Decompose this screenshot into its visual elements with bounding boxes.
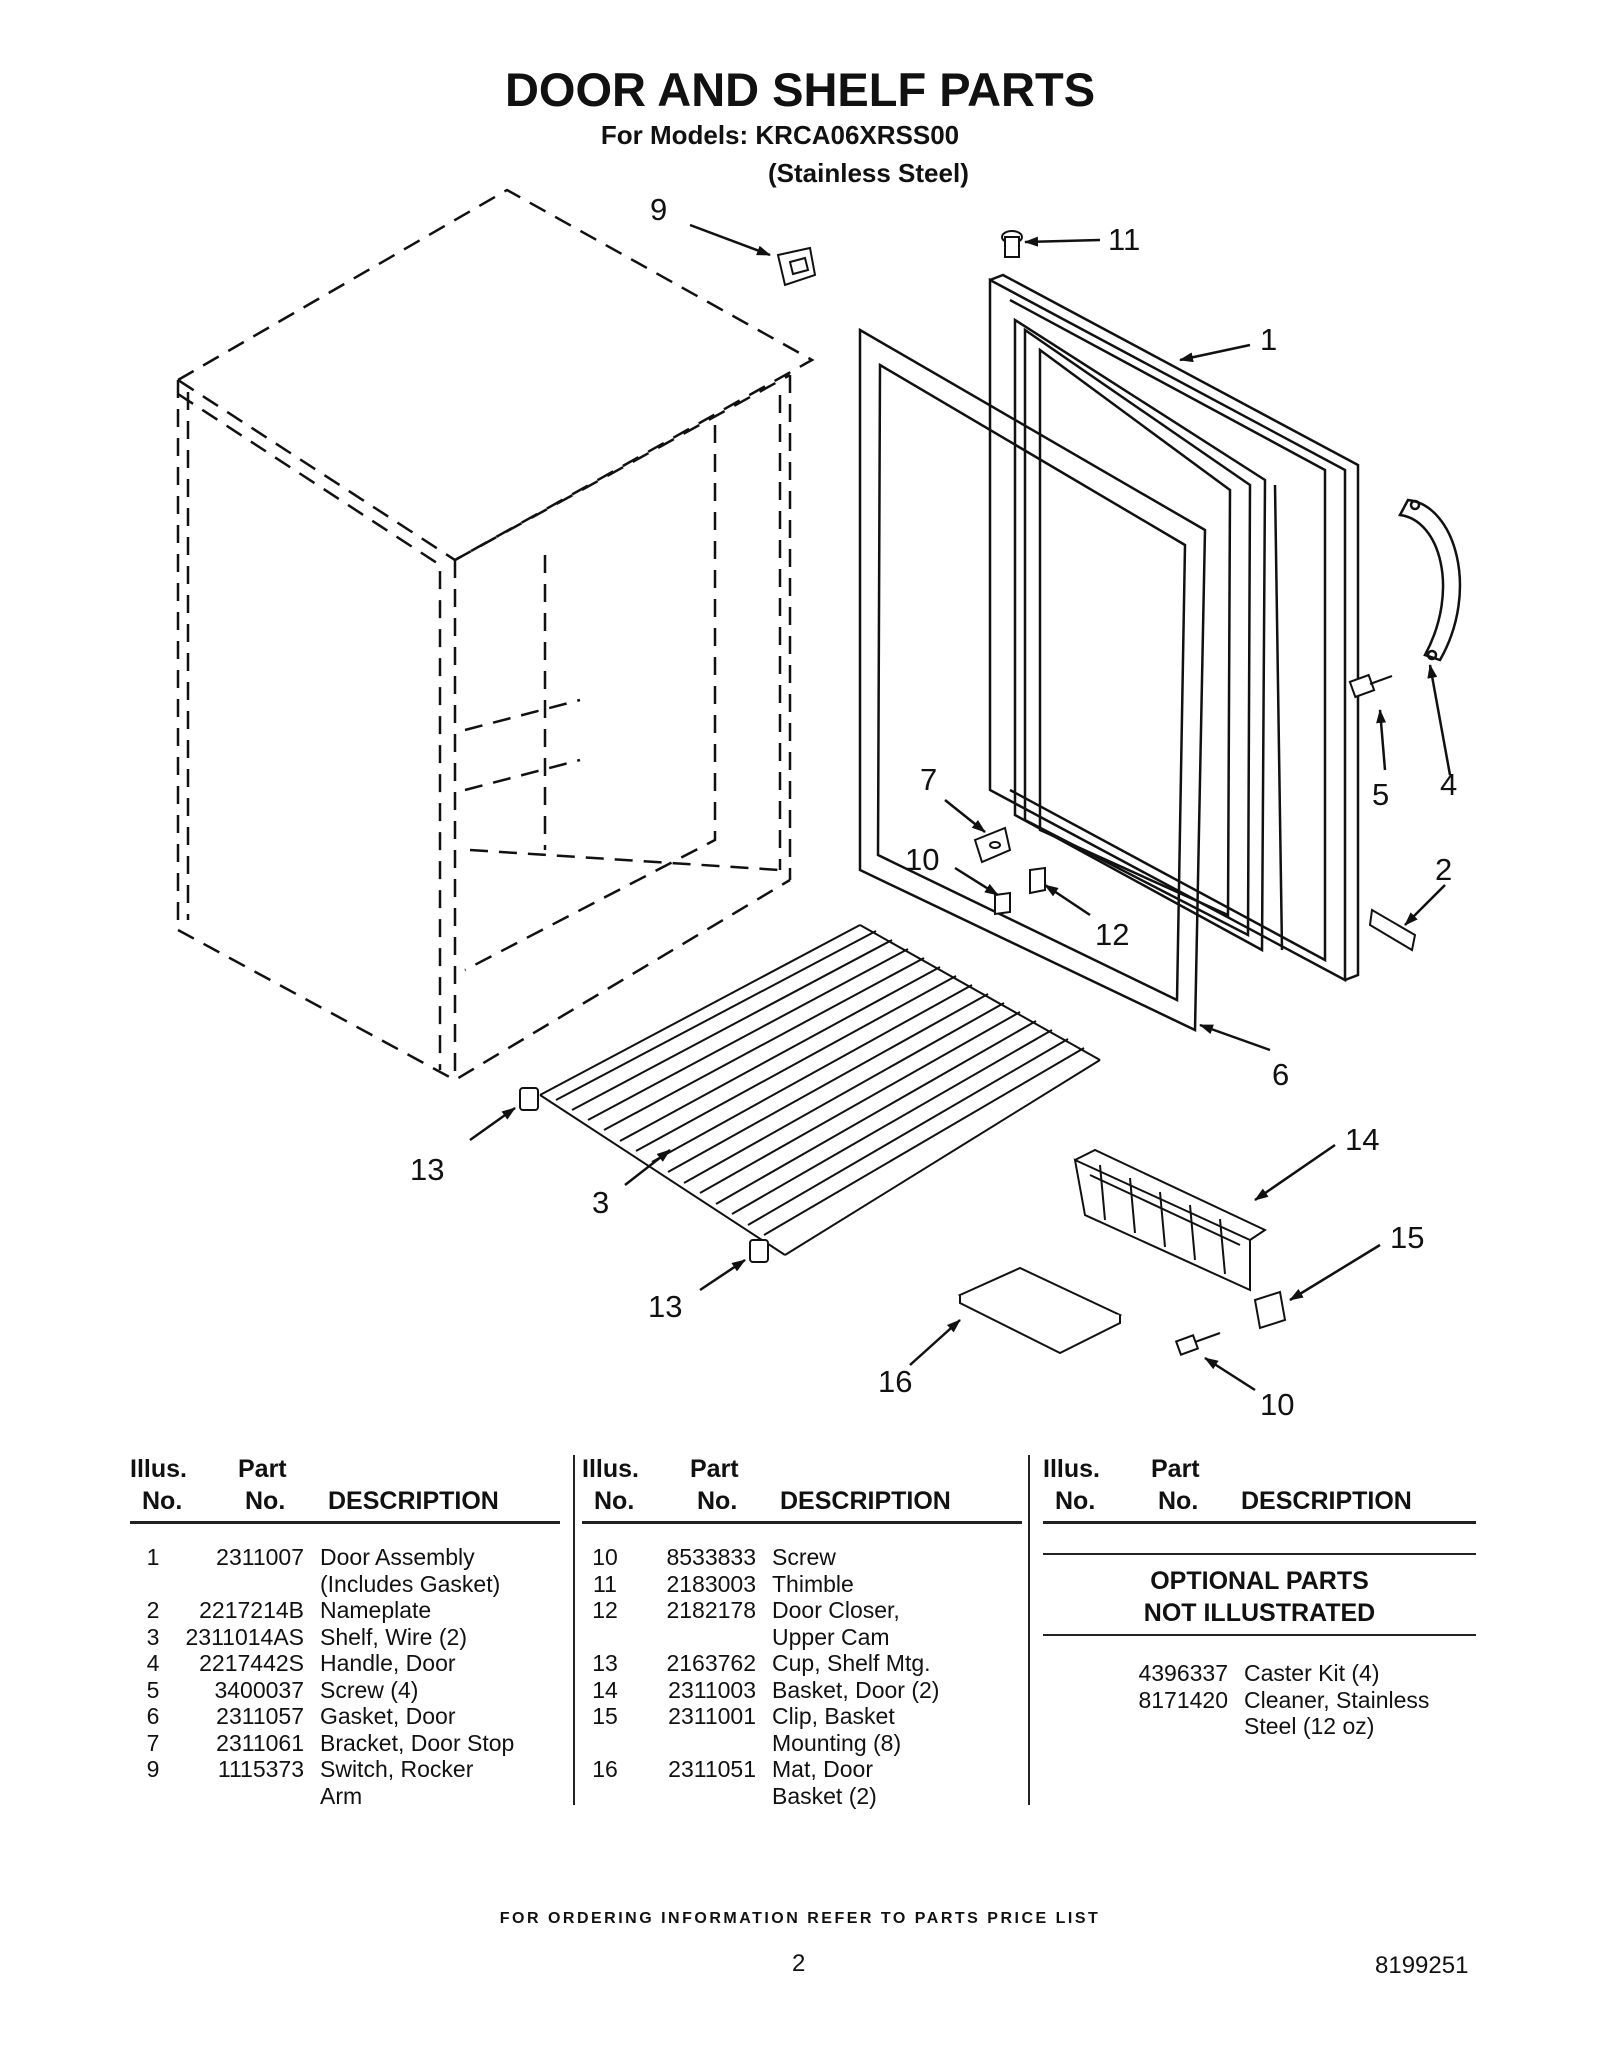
description-header: DESCRIPTION [328, 1487, 499, 1515]
illus-no-header: No. [142, 1487, 183, 1515]
callout-numbers: 9 11 1 7 10 12 2 5 4 6 13 3 13 14 15 16 … [410, 192, 1457, 1422]
list-item-continued: Mounting (8) [772, 1729, 902, 1756]
callout-15: 15 [1390, 1220, 1424, 1255]
list-item-continued: (Includes Gasket) [320, 1570, 501, 1597]
part-header: Part [690, 1455, 739, 1483]
parts-column-3-header: Illus. No. Part No. DESCRIPTION [1043, 1455, 1476, 1524]
illus-no-header: No. [594, 1487, 635, 1515]
description-header: DESCRIPTION [780, 1487, 951, 1515]
illus-no-header: No. [1055, 1487, 1096, 1515]
parts-column-2-header: Illus. No. Part No. DESCRIPTION [582, 1455, 1022, 1524]
nameplate-graphic [1368, 908, 1417, 952]
callout-1: 1 [1260, 322, 1277, 357]
callout-9: 9 [650, 192, 667, 227]
callout-4: 4 [1440, 767, 1457, 802]
callout-13-lower: 13 [648, 1289, 682, 1324]
door-handle-graphic [1398, 498, 1462, 662]
callout-14: 14 [1345, 1122, 1379, 1157]
list-item-continued: Basket (2) [772, 1782, 877, 1809]
cabinet-outline [175, 188, 815, 1082]
door-basket-graphic [1073, 1148, 1268, 1292]
wire-shelf-graphic [539, 924, 1101, 1256]
rocker-switch-graphic [776, 246, 817, 287]
screw-lower-graphic [1174, 1332, 1221, 1356]
callout-5: 5 [1372, 777, 1389, 812]
ordering-note: FOR ORDERING INFORMATION REFER TO PARTS … [499, 1910, 1101, 1927]
parts-column-1-header: Illus. No. Part No. DESCRIPTION [130, 1455, 560, 1524]
thimble-graphic [1001, 230, 1023, 258]
description-header: DESCRIPTION [1241, 1487, 1412, 1515]
callout-16: 16 [878, 1364, 912, 1399]
basket-mat-graphic [957, 1266, 1123, 1355]
door-assembly-graphic [988, 273, 1360, 983]
part-no-header: No. [1158, 1487, 1199, 1515]
exploded-parts-diagram: 9 11 1 7 10 12 2 5 4 6 13 3 13 14 15 16 … [175, 188, 1462, 1422]
part-header: Part [238, 1455, 287, 1483]
callout-2: 2 [1435, 852, 1452, 887]
callout-13-upper: 13 [410, 1152, 444, 1187]
gasket-graphic [858, 327, 1207, 1032]
callout-10: 10 [905, 842, 939, 877]
callout-12: 12 [1095, 917, 1129, 952]
column-divider [573, 1455, 575, 1805]
model-number: For Models: KRCA06XRSS00 [600, 120, 960, 150]
callout-3: 3 [592, 1185, 609, 1220]
illus-header: Illus. [130, 1455, 187, 1483]
model-finish: (Stainless Steel) [768, 158, 969, 188]
callout-10-lower: 10 [1260, 1387, 1294, 1422]
bracket-graphic [973, 826, 1046, 916]
page-title: DOOR AND SHELF PARTS [504, 63, 1096, 116]
optional-parts-heading: OPTIONAL PARTS NOT ILLUSTRATED [1143, 1567, 1376, 1627]
basket-clip-graphic [1253, 1290, 1287, 1330]
leader-lines [469, 223, 1452, 1392]
optional-rule-top [1043, 1553, 1476, 1555]
part-header: Part [1151, 1455, 1200, 1483]
shelf-cup-graphic [519, 1087, 769, 1263]
document-number: 8199251 [1375, 1952, 1469, 1979]
page-number: 2 [792, 1950, 806, 1977]
callout-11: 11 [1108, 222, 1140, 257]
parts-column-3: Illus. No. Part No. DESCRIPTION [1043, 1455, 1476, 1524]
illus-header: Illus. [582, 1455, 639, 1483]
optional-rule-bottom [1043, 1634, 1476, 1636]
list-item-continued: Steel (12 oz) [1244, 1713, 1375, 1739]
callout-6: 6 [1272, 1057, 1289, 1092]
list-item-continued: Arm [320, 1782, 363, 1809]
screw-graphic [1348, 673, 1393, 699]
list-item-continued: Upper Cam [772, 1623, 890, 1650]
column-divider [1028, 1455, 1030, 1805]
part-no-header: No. [697, 1487, 738, 1515]
callout-7: 7 [920, 762, 937, 797]
illus-header: Illus. [1043, 1455, 1100, 1483]
part-no-header: No. [245, 1487, 286, 1515]
